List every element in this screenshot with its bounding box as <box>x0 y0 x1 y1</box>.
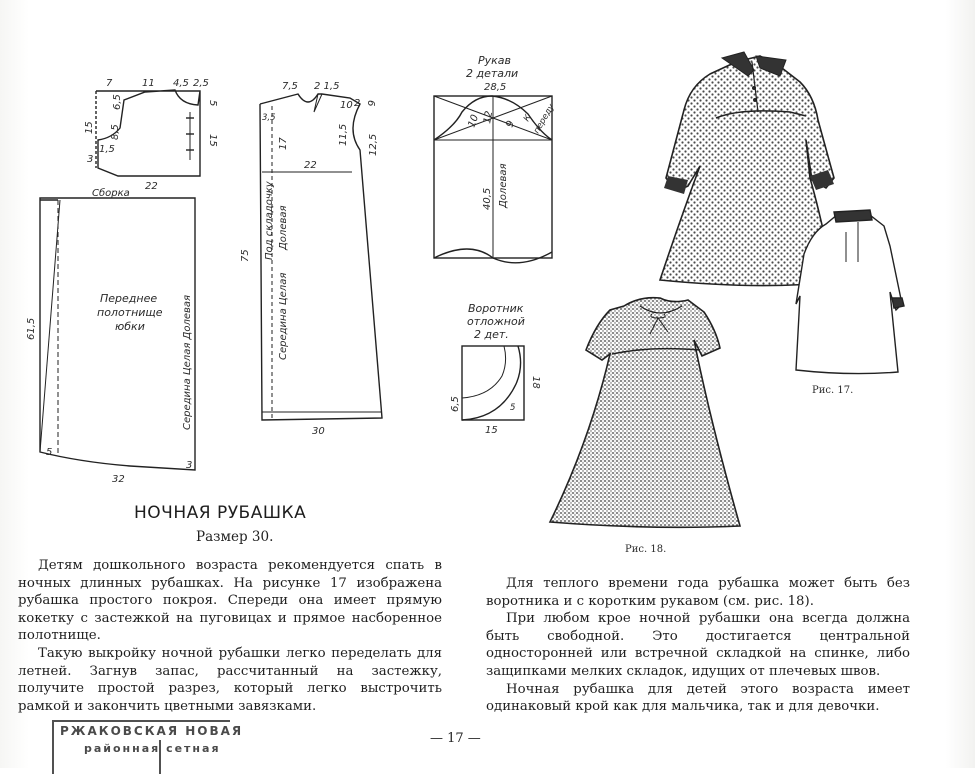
dim-6-5: 6,5 <box>112 94 123 110</box>
skirt-label-1: Переднее <box>100 292 157 305</box>
dim-11: 11 <box>142 78 155 89</box>
pattern-yoke-front <box>95 89 201 177</box>
pattern-sleeve <box>433 95 553 264</box>
dim-17: 17 <box>278 137 289 150</box>
dim-sleeve-10: 10 <box>466 113 481 129</box>
caption-fig-17: Рис. 17. <box>812 385 853 396</box>
back-fold-label-2: Долевая <box>278 205 289 251</box>
dim-7-5: 7,5 <box>282 81 298 92</box>
collar-title-2: отложной <box>467 315 525 328</box>
dim-28-5: 28,5 <box>484 82 506 93</box>
dim-sleeve-12: 12 <box>482 110 495 124</box>
dim-sleeve-9: 9 <box>504 119 517 129</box>
dim-collar-6-5: 6,5 <box>450 396 461 412</box>
page-number: — 17 — <box>430 731 481 746</box>
dim-sleeve-k: К <box>522 112 534 123</box>
dim-15-left: 15 <box>84 121 95 134</box>
figure-18-gown <box>548 296 742 529</box>
caption-fig-18: Рис. 18. <box>625 544 666 555</box>
dim-1-5: 1,5 <box>99 144 115 155</box>
paragraph: Такую выкройку ночной рубашки легко пере… <box>18 645 442 714</box>
dim-11-5: 11,5 <box>338 124 349 146</box>
sleeve-title-1: Рукав <box>478 54 511 67</box>
dim-75: 75 <box>240 249 251 262</box>
paragraph: Ночная рубашка для детей этого возраста … <box>486 681 910 715</box>
dim-3: 3 <box>87 154 93 165</box>
dim-30: 30 <box>312 426 325 437</box>
sleeve-title-2: 2 детали <box>466 67 518 80</box>
dim-2: 2 <box>354 98 360 109</box>
dim-collar-5: 5 <box>510 403 515 413</box>
pattern-collar <box>461 345 525 421</box>
skirt-label-2: полотнище <box>97 306 163 319</box>
dim-40-5: 40,5 <box>482 188 493 210</box>
dim-22: 22 <box>145 181 158 192</box>
stamp-line-2: районная сетная <box>84 742 221 755</box>
skirt-fold-label: Середина Целая Долевая <box>182 295 193 430</box>
sleeve-front-note: переду <box>532 102 557 136</box>
collar-title-3: 2 дет. <box>474 328 509 341</box>
pattern-skirt-front <box>39 197 196 471</box>
library-stamp: РЖАКОВСКАЯ НОВАЯ районная сетная <box>52 720 241 774</box>
dim-hem-3: 3 <box>186 460 192 471</box>
text-column-right: Для теплого времени года рубашка может б… <box>486 575 910 716</box>
back-fold-label-3: Середина Целая <box>278 273 289 360</box>
skirt-label-3: юбки <box>115 320 145 333</box>
dim-32: 32 <box>112 474 125 485</box>
dim-61-5: 61,5 <box>26 318 37 340</box>
dim-12-5: 12,5 <box>368 134 379 156</box>
article-title: НОЧНАЯ РУБАШКА <box>134 503 307 523</box>
article-size: Размер 30. <box>196 529 274 545</box>
dim-hem-5: 5 <box>46 447 52 458</box>
text-column-left: Детям дошкольного возраста рекомендуется… <box>18 557 442 715</box>
figure-17-gown <box>658 51 835 287</box>
dim-collar-15: 15 <box>485 425 498 436</box>
dim-collar-18: 18 <box>530 376 541 389</box>
label-gathering: Сборка <box>92 187 130 199</box>
dim-4-5: 4,5 <box>173 78 189 89</box>
sleeve-grain-label: Долевая <box>498 163 509 209</box>
collar-title-1: Воротник <box>468 302 524 315</box>
dim-2-1-5: 2 1,5 <box>314 81 339 92</box>
dim-7: 7 <box>106 78 113 89</box>
dim-8-5: 8,5 <box>110 124 121 140</box>
dim-5: 5 <box>207 100 218 106</box>
paragraph: Детям дошкольного возраста рекомендуется… <box>18 558 442 644</box>
dim-10: 10 <box>340 100 353 111</box>
dim-6: 6 <box>365 100 376 106</box>
stamp-divider <box>159 740 161 774</box>
stamp-line-1: РЖАКОВСКАЯ НОВАЯ <box>60 724 244 738</box>
dim-3-5: 3,5 <box>262 113 276 123</box>
paragraph: При любом крое ночной рубашки она всегда… <box>486 611 910 679</box>
dim-22-back: 22 <box>304 160 317 171</box>
dim-15-right: 15 <box>207 134 218 147</box>
back-fold-label-1: Под складочку <box>264 180 275 260</box>
pattern-back <box>259 93 383 421</box>
figure-17-back-view <box>795 209 905 375</box>
dim-2-5: 2,5 <box>193 78 209 89</box>
paragraph: Для теплого времени года рубашка может б… <box>486 576 910 609</box>
